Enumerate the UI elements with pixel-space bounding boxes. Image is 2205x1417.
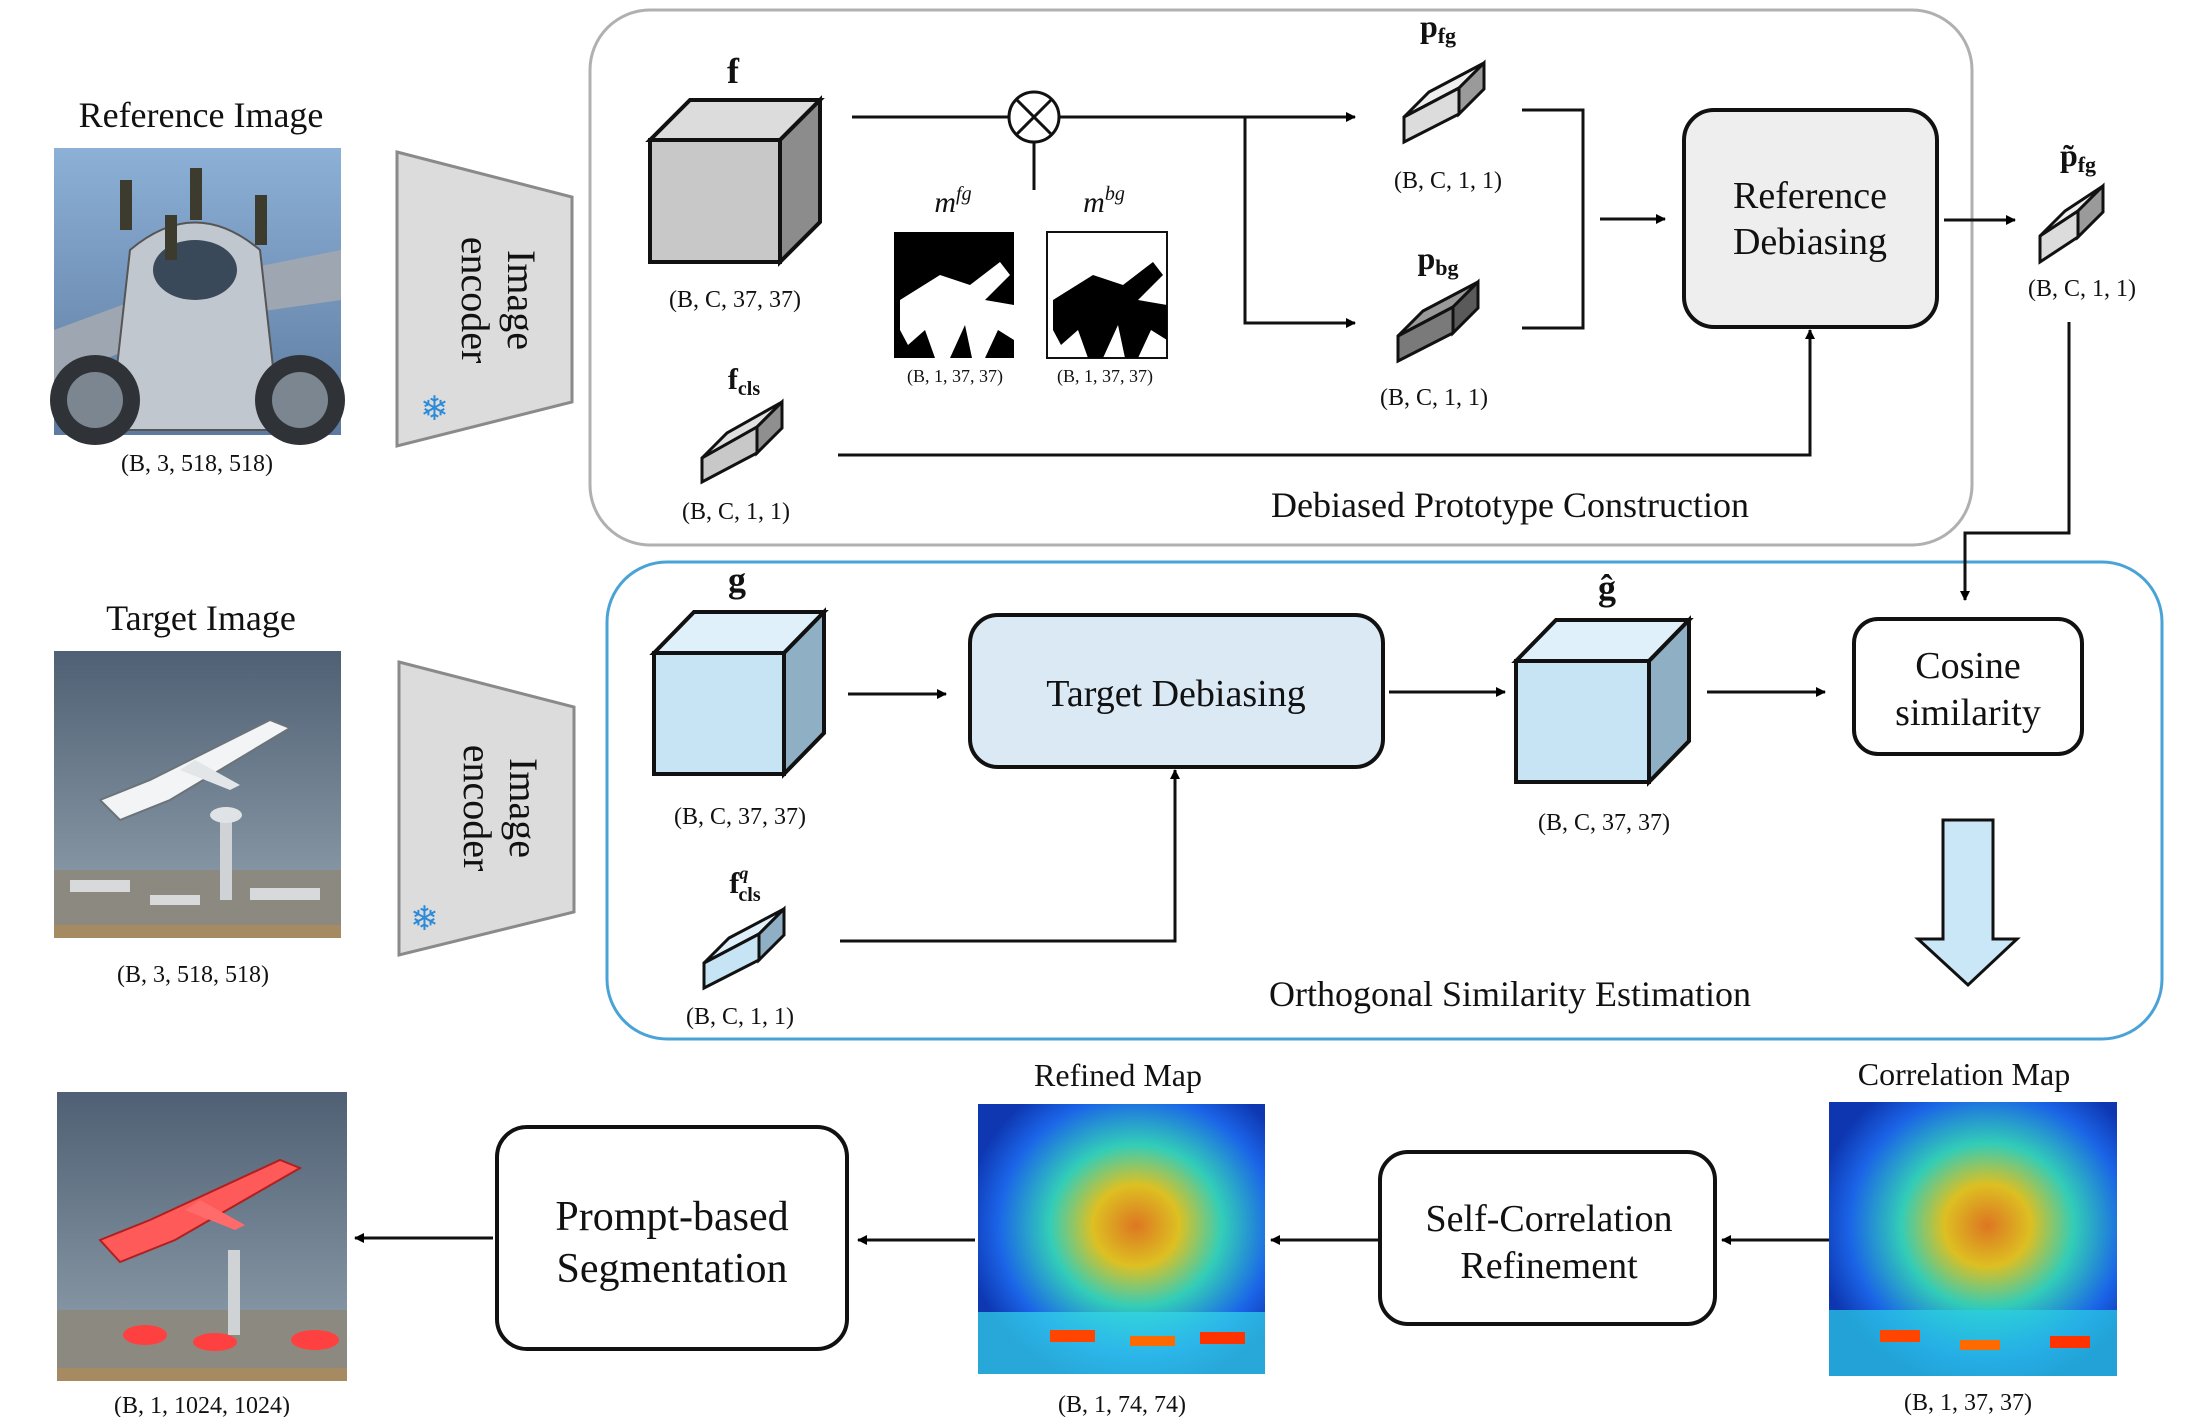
fcls-label: fcls xyxy=(728,363,760,400)
fq-shape: (B, C, 1, 1) xyxy=(686,1004,794,1030)
self-correlation-refinement-block xyxy=(1378,1150,1717,1326)
ghat-feature-cube xyxy=(1511,615,1694,787)
mbg-shape: (B, 1, 37, 37) xyxy=(1057,366,1153,387)
ose-container xyxy=(605,560,2164,1041)
snowflake-icon: ❄ xyxy=(410,899,439,939)
reference-shape: (B, 3, 518, 518) xyxy=(121,451,273,477)
prototype-merge-bracket xyxy=(1522,108,1585,330)
reference-image xyxy=(50,148,345,445)
g-feature-cube xyxy=(649,607,829,779)
f-shape: (B, C, 37, 37) xyxy=(669,287,801,313)
mfg-label: mfg xyxy=(934,183,971,219)
target-shape: (B, 3, 518, 518) xyxy=(117,962,269,988)
reference-debiasing-block xyxy=(1682,108,1939,329)
similarity-label: similarity xyxy=(1895,692,2041,734)
refined-map-title: Refined Map xyxy=(1034,1057,1202,1093)
ose-title: Orthogonal Similarity Estimation xyxy=(1269,974,1751,1014)
ptilde-shape: (B, C, 1, 1) xyxy=(2028,276,2136,302)
background-mask xyxy=(1046,231,1168,359)
pbg-prototype-cube xyxy=(1396,278,1480,364)
reference-debiasing-label: Reference xyxy=(1733,175,1887,217)
foreground-mask xyxy=(894,232,1014,358)
scr-label: Self-Correlation xyxy=(1426,1198,1673,1240)
correlation-shape: (B, 1, 37, 37) xyxy=(1904,1390,2032,1416)
reference-debiasing-label-2: Debiasing xyxy=(1733,221,1887,263)
image-encoder-target: Image encoder ❄ xyxy=(397,660,576,957)
cosine-label: Cosine xyxy=(1915,645,2021,687)
refined-map-image xyxy=(978,1104,1265,1374)
ptilde-to-cosine-arrow xyxy=(1960,322,2071,601)
fcls-shape: (B, C, 1, 1) xyxy=(682,499,790,525)
correlation-map-title: Correlation Map xyxy=(1858,1056,2070,1092)
g-shape: (B, C, 37, 37) xyxy=(674,804,806,830)
fcls-to-refdebias-arrow xyxy=(838,329,1815,457)
pfg-shape: (B, C, 1, 1) xyxy=(1394,168,1502,194)
ghat-shape: (B, C, 37, 37) xyxy=(1538,810,1670,836)
dpc-container xyxy=(588,8,1974,547)
prompt-based-segmentation-block xyxy=(495,1125,849,1351)
ptilde-prototype-cube xyxy=(2038,182,2105,265)
mbg-label: mbg xyxy=(1083,183,1125,219)
svg-text:Image: Image xyxy=(499,250,544,350)
svg-text:Image: Image xyxy=(501,758,546,858)
cosine-similarity-block xyxy=(1852,617,2084,756)
big-down-arrow-icon xyxy=(1914,818,2021,988)
target-image-title: Target Image xyxy=(106,598,296,638)
scr-label-2: Refinement xyxy=(1460,1245,1638,1287)
g-label: g xyxy=(728,560,746,600)
f-label: f xyxy=(727,51,740,91)
target-debiasing-block xyxy=(968,613,1385,769)
svg-text:encoder: encoder xyxy=(455,745,500,872)
fq-token-cube xyxy=(702,905,786,991)
refined-shape: (B, 1, 74, 74) xyxy=(1058,1392,1186,1417)
fcls-token-cube xyxy=(700,398,784,485)
svg-text:encoder: encoder xyxy=(453,237,498,364)
segmentation-output-image xyxy=(57,1092,347,1381)
prompt-label: Prompt-based xyxy=(555,1194,788,1240)
segmentation-label: Segmentation xyxy=(557,1246,788,1292)
pfg-label: pfg xyxy=(1420,8,1456,48)
mfg-shape: (B, 1, 37, 37) xyxy=(907,366,1003,387)
reference-image-title: Reference Image xyxy=(79,95,324,135)
image-encoder-reference: Image encoder ❄ xyxy=(395,150,574,448)
dpc-title: Debiased Prototype Construction xyxy=(1271,485,1749,525)
fq-to-targetdebias-arrow xyxy=(840,769,1180,943)
snowflake-icon: ❄ xyxy=(420,389,449,429)
ghat-label: ĝ xyxy=(1598,568,1616,608)
pfg-prototype-cube xyxy=(1402,59,1486,145)
multiply-operator-icon xyxy=(1007,90,1061,144)
target-image xyxy=(54,651,341,938)
ptilde-label: p̃fg xyxy=(2060,137,2096,177)
f-feature-cube xyxy=(645,95,825,267)
target-debiasing-label: Target Debiasing xyxy=(1046,673,1305,715)
pbg-label: pbg xyxy=(1417,240,1458,280)
multiply-to-pbg-arrow xyxy=(1243,117,1356,328)
correlation-map-image xyxy=(1829,1102,2117,1376)
output-shape: (B, 1, 1024, 1024) xyxy=(114,1393,290,1417)
pbg-shape: (B, C, 1, 1) xyxy=(1380,385,1488,411)
